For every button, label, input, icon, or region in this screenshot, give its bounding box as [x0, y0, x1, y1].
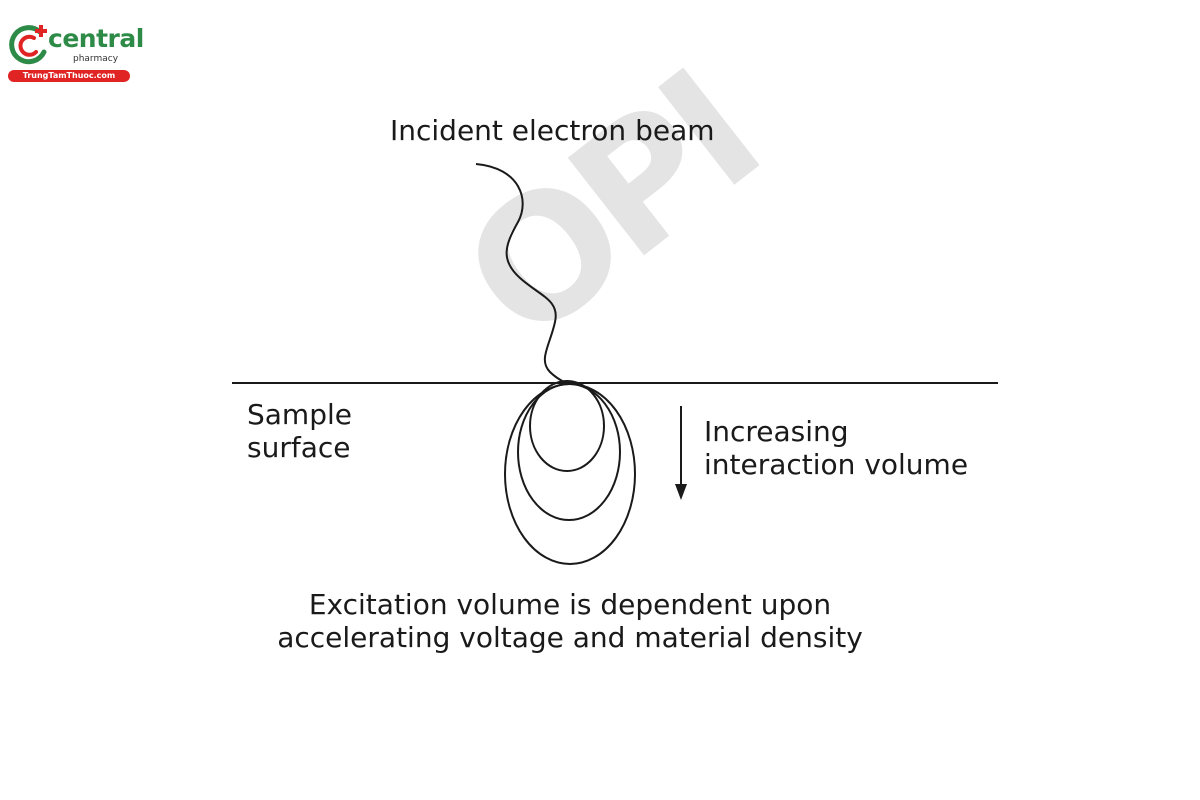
interaction-volume-small: [529, 380, 605, 472]
increasing-volume-label: Increasing interaction volume: [704, 415, 968, 481]
increasing-arrow-head: [675, 484, 687, 500]
sample-surface-label-line2: surface: [247, 431, 351, 464]
sample-surface-label-line1: Sample: [247, 398, 352, 431]
brand-logo[interactable]: central pharmacy TrungTamThuoc.com: [6, 22, 144, 82]
pharmacy-cross-logo-icon: [9, 25, 47, 65]
caption-line1: Excitation volume is dependent upon: [308, 588, 832, 621]
interaction-volume-medium: [517, 383, 621, 521]
increasing-volume-label-line2: interaction volume: [704, 448, 969, 481]
brand-name: central: [48, 24, 144, 53]
brand-tagline: pharmacy: [73, 54, 119, 64]
incident-beam-label: Incident electron beam: [390, 114, 715, 147]
diagram-caption: Excitation volume is dependent upon acce…: [250, 588, 890, 654]
caption-line2: accelerating voltage and material densit…: [277, 621, 863, 654]
sample-surface-label: Sample surface: [247, 398, 352, 464]
brand-site: TrungTamThuoc.com: [8, 70, 130, 82]
increasing-volume-label-line1: Increasing: [704, 415, 849, 448]
interaction-volume-large: [504, 383, 636, 565]
incident-beam-path: [475, 163, 567, 384]
